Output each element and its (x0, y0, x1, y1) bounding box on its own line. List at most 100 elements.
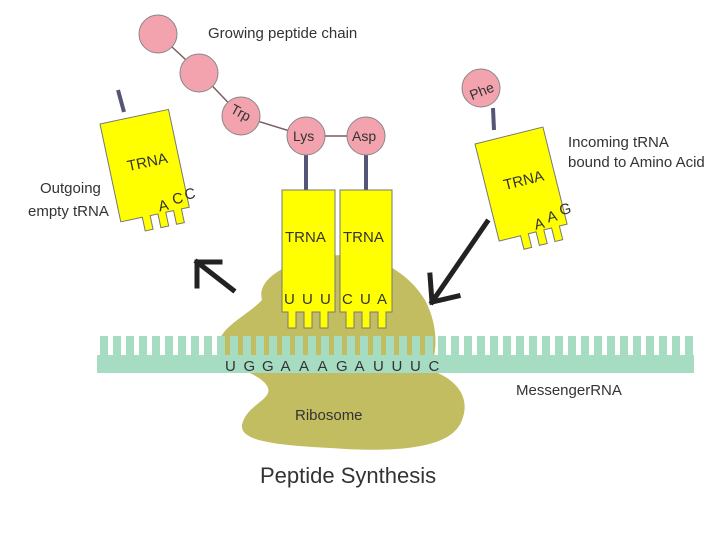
mrna-tooth (321, 336, 329, 356)
mrna-tooth (243, 336, 251, 356)
arrow-incoming-icon (427, 218, 491, 306)
mrna-tooth (360, 336, 368, 356)
mrna-tooth (256, 336, 264, 356)
mrna-tooth (334, 336, 342, 356)
mrna-base-2: G (244, 358, 256, 375)
amino-acid-trp (221, 96, 261, 136)
mrna-tooth (490, 336, 498, 356)
mrna-tooth (607, 336, 615, 356)
mrna-tooth (100, 336, 108, 356)
trna-right-label: TRNA (343, 229, 384, 246)
trna-left-base-3: U (320, 291, 331, 308)
mrna-tooth (269, 336, 277, 356)
mrna-tooth (659, 336, 667, 356)
trna-right-base-3: A (377, 291, 387, 308)
mrna-tooth (477, 336, 485, 356)
mrna-tooth (633, 336, 641, 356)
mrna-tooth (568, 336, 576, 356)
trna-outgoing-base-1: A (157, 197, 170, 216)
mrna-base-12: C (429, 358, 440, 375)
trna-right-base-1: C (342, 291, 353, 308)
mrna-tooth (438, 336, 446, 356)
arrow-outgoing-icon (193, 258, 237, 294)
trna-outgoing-base-2: C (171, 190, 185, 209)
mrna-tooth (386, 336, 394, 356)
mrna-tooth (451, 336, 459, 356)
mrna-tooth (542, 336, 550, 356)
mrna-tooth (529, 336, 537, 356)
mrna-tooth (295, 336, 303, 356)
mrna-base-4: A (281, 358, 291, 375)
mrna-tooth (347, 336, 355, 356)
mrna-tooth (126, 336, 134, 356)
mrna-tooth (282, 336, 290, 356)
mrna-tooth (412, 336, 420, 356)
mrna-tooth (178, 336, 186, 356)
mrna-base-10: U (392, 358, 403, 375)
mrna-tooth (113, 336, 121, 356)
mrna-tooth (581, 336, 589, 356)
mrna-base-11: U (410, 358, 421, 375)
mrna-base-6: A (318, 358, 328, 375)
mrna-tooth (672, 336, 680, 356)
growing-chain-label: Growing peptide chain (208, 25, 357, 42)
mrna-tooth (516, 336, 524, 356)
trna-incoming-base-3: G (558, 200, 573, 219)
mrna-base-7: G (336, 358, 348, 375)
trna-outgoing: TRNA A C C (99, 108, 197, 232)
mrna-tooth (646, 336, 654, 356)
trna-left-base-1: U (284, 291, 295, 308)
mrna-base-9: U (373, 358, 384, 375)
amino-acid-lys (286, 116, 326, 156)
mrna-base-8: A (355, 358, 365, 375)
outgoing-label-line2: empty tRNA (28, 203, 109, 220)
mrna-teeth (100, 336, 693, 356)
mrna-tooth (620, 336, 628, 356)
amino-acid-1 (138, 14, 178, 54)
incoming-label-line2: bound to Amino Acid (568, 154, 705, 171)
mrna-strip (97, 355, 694, 373)
mrna-tooth (425, 336, 433, 356)
mrna-base-1: U (225, 358, 236, 375)
mrna-tooth (139, 336, 147, 356)
outgoing-label-line1: Outgoing (40, 180, 101, 197)
mrna-tooth (399, 336, 407, 356)
mrna-tooth (217, 336, 225, 356)
amino-acid-asp-label: Asp (352, 128, 376, 144)
amino-acid-phe (461, 68, 501, 108)
mrna-tooth (555, 336, 563, 356)
trna-left-site: TRNA U U U (281, 189, 336, 329)
mrna-base-5: A (299, 358, 309, 375)
trna-incoming-base-1: A (532, 215, 546, 234)
trna-right-base-2: U (360, 291, 371, 308)
mrna-tooth (230, 336, 238, 356)
mrna-tooth (503, 336, 511, 356)
mrna-base-3: G (262, 358, 274, 375)
amino-acid-asp (346, 116, 386, 156)
mrna-tooth (204, 336, 212, 356)
trna-incoming-base-2: A (545, 208, 559, 227)
mrna-tooth (594, 336, 602, 356)
mrna-tooth (308, 336, 316, 356)
incoming-label-line1: Incoming tRNA (568, 134, 669, 151)
trna-incoming: TRNA A A G (474, 126, 573, 250)
amino-acid-lys-label: Lys (293, 128, 314, 144)
mrna-tooth (191, 336, 199, 356)
amino-acid-2 (179, 53, 219, 93)
diagram-title: Peptide Synthesis (260, 463, 436, 488)
mrna-tooth (152, 336, 160, 356)
trna-left-label: TRNA (285, 229, 326, 246)
mrna-label: MessengerRNA (516, 382, 622, 399)
mrna-tooth (373, 336, 381, 356)
trna-right-site: TRNA C U A (339, 189, 393, 329)
mrna-tooth (464, 336, 472, 356)
trna-stems (116, 89, 496, 190)
trna-outgoing-base-3: C (183, 185, 197, 204)
mrna-tooth (165, 336, 173, 356)
ribosome-label: Ribosome (295, 407, 363, 424)
mrna-tooth (685, 336, 693, 356)
trna-left-base-2: U (302, 291, 313, 308)
